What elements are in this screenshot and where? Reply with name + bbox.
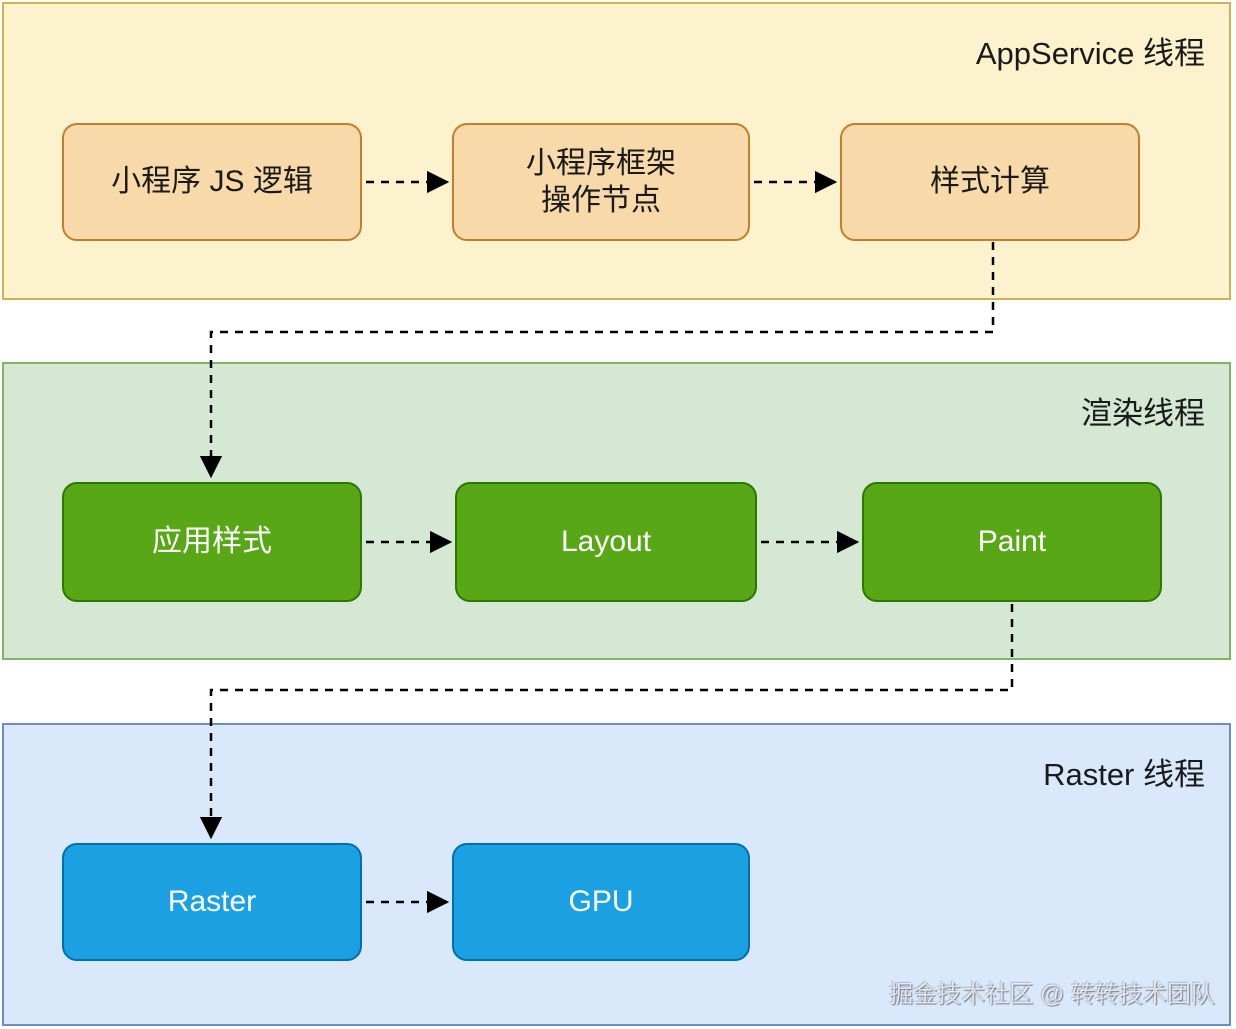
node-apply-style: 应用样式 — [62, 482, 362, 602]
node-layout: Layout — [455, 482, 757, 602]
watermark: 掘金技术社区 @ 转转技术团队 — [889, 981, 1215, 1008]
node-gpu: GPU — [452, 843, 750, 961]
node-raster: Raster — [62, 843, 362, 961]
node-paint: Paint — [862, 482, 1162, 602]
node-js-logic: 小程序 JS 逻辑 — [62, 123, 362, 241]
node-frame-ops: 小程序框架 操作节点 — [452, 123, 750, 241]
lane-appservice-label: AppService 线程 — [975, 36, 1205, 71]
lane-render-label: 渲染线程 — [1081, 396, 1205, 431]
node-style-calc: 样式计算 — [840, 123, 1140, 241]
lane-raster-label: Raster 线程 — [1043, 757, 1205, 792]
